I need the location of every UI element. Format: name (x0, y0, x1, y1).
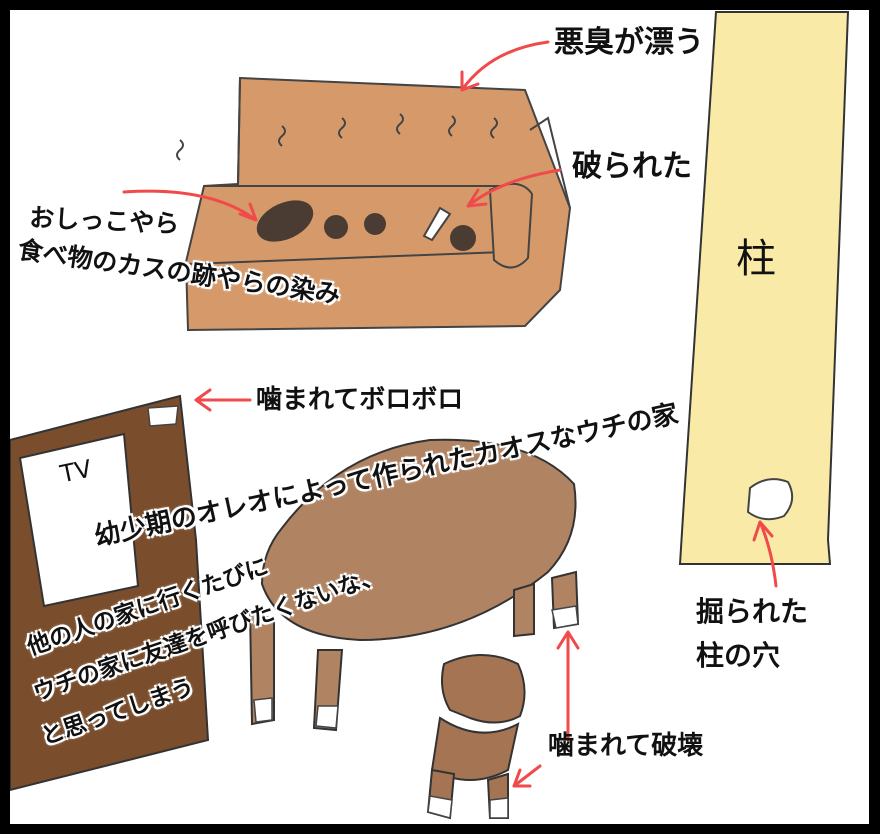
stain (324, 215, 348, 239)
table (248, 438, 580, 732)
pillar-hole (746, 478, 794, 521)
chair (426, 654, 526, 820)
torn-patch (422, 206, 452, 242)
stain-large (256, 200, 314, 242)
chewed-corner (147, 405, 179, 427)
smell-label: 悪臭が漂う (554, 25, 704, 60)
torn-label: 破られた (572, 149, 692, 184)
stain (364, 213, 386, 235)
dug-hole-label-line1: 掘られた (696, 595, 809, 628)
dug-hole-label-line2: 柱の穴 (696, 639, 781, 672)
pillar-label: 柱 (736, 236, 776, 282)
annotation-arrows (122, 40, 778, 788)
chewed-tv-label: 噛まれてボロボロ (256, 385, 464, 415)
stain (450, 225, 476, 251)
tv-screen (18, 432, 140, 608)
chewed-broken-label: 噛まれて破壊 (548, 731, 704, 761)
pillar (678, 11, 850, 565)
sofa (176, 76, 572, 332)
